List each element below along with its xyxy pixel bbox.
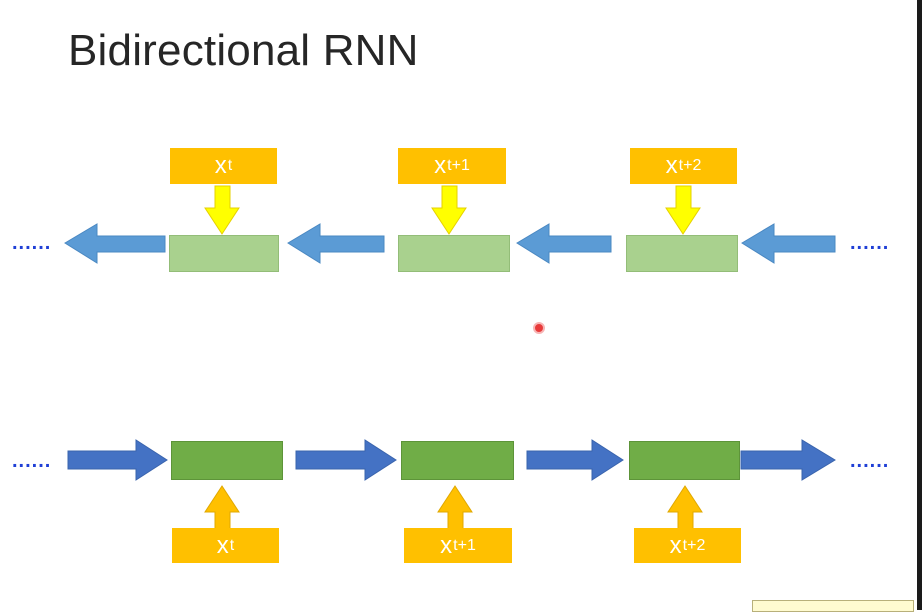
window-frame-edge (917, 0, 922, 610)
forward-trailing-ellipsis: ...... (850, 450, 890, 472)
input-superscript: t+1 (447, 157, 470, 174)
input-superscript: t (227, 157, 233, 174)
input-superscript: t+2 (682, 536, 706, 554)
up-input-arrow-2 (667, 485, 703, 533)
backward-trailing-ellipsis: ...... (850, 232, 890, 254)
input-base: x (440, 531, 453, 559)
input-base: x (669, 531, 682, 559)
backward-rnn-cell-1 (398, 235, 510, 272)
forward-rnn-cell-0 (171, 441, 283, 480)
forward-rnn-cell-2 (629, 441, 740, 480)
forward-rnn-cell-1 (401, 441, 514, 480)
backward-rnn-cell-2 (626, 235, 738, 272)
backward-leading-ellipsis: ...... (12, 232, 52, 254)
cursor-indicator (533, 322, 545, 334)
backward-arrow-0 (64, 223, 166, 264)
up-input-arrow-0 (204, 485, 240, 533)
slide-title: Bidirectional RNN (68, 26, 419, 75)
down-input-arrow-1 (431, 185, 467, 235)
input-base: x (216, 531, 229, 559)
forward-arrow-2 (526, 439, 624, 481)
corner-note-tab (752, 600, 914, 612)
down-input-arrow-2 (665, 185, 701, 235)
forward-arrow-1 (295, 439, 397, 481)
backward-arrow-2 (516, 223, 612, 264)
backward-arrow-3 (741, 223, 836, 264)
backward-rnn-cell-0 (169, 235, 279, 272)
input-base: x (434, 152, 447, 179)
input-base: x (214, 152, 227, 179)
input-base: x (665, 152, 678, 179)
forward-arrow-3 (740, 439, 836, 481)
forward-leading-ellipsis: ...... (12, 450, 52, 472)
input-superscript: t (229, 536, 235, 554)
forward-arrow-0 (67, 439, 168, 481)
input-superscript: t+1 (453, 536, 476, 554)
backward-arrow-1 (287, 223, 385, 264)
input-superscript: t+2 (678, 157, 702, 174)
down-input-arrow-0 (204, 185, 240, 235)
up-input-arrow-1 (437, 485, 473, 533)
